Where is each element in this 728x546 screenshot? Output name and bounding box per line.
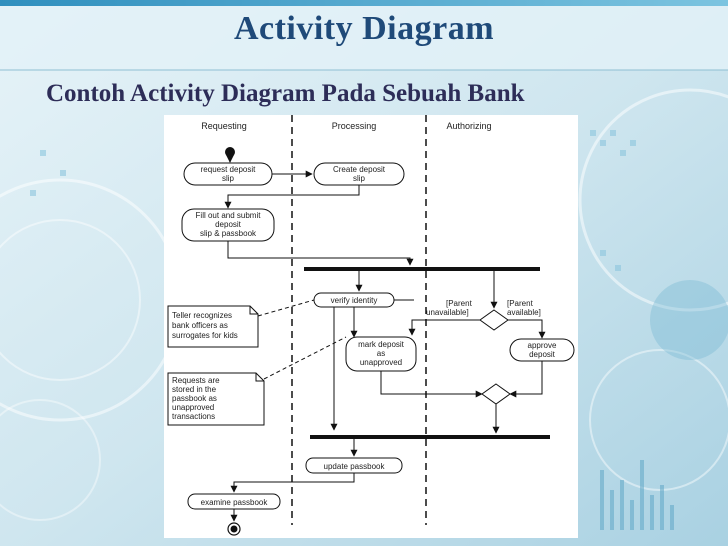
merge-node bbox=[481, 383, 511, 405]
svg-text:deposit: deposit bbox=[215, 220, 242, 229]
svg-text:examine passbook: examine passbook bbox=[201, 498, 269, 507]
svg-text:verify identity: verify identity bbox=[331, 296, 378, 305]
note-teller-recognizes: Teller recognizes bank officers as surro… bbox=[167, 305, 259, 348]
slide-title: Activity Diagram bbox=[233, 10, 495, 47]
note-link-teller bbox=[257, 299, 315, 317]
initial-node bbox=[225, 147, 235, 157]
note-link-requests bbox=[263, 336, 347, 380]
svg-text:[Parent: [Parent bbox=[446, 299, 473, 308]
guard-parent-available: [Parent available] bbox=[507, 299, 541, 317]
join-bar bbox=[310, 435, 550, 439]
activity-diagram: Requesting Processing Authorizing reques… bbox=[164, 115, 578, 538]
svg-text:slip & passbook: slip & passbook bbox=[200, 229, 257, 238]
svg-text:update passbook: update passbook bbox=[324, 462, 386, 471]
svg-text:Create deposit: Create deposit bbox=[333, 165, 386, 174]
activity-examine-passbook: examine passbook bbox=[187, 493, 281, 510]
activity-create-deposit-slip: Create deposit slip bbox=[313, 162, 405, 186]
svg-text:as: as bbox=[377, 349, 385, 358]
guard-parent-unavailable: [Parent unavailable] bbox=[426, 299, 473, 317]
note-requests-stored: Requests are stored in the passbook as u… bbox=[167, 372, 265, 426]
activity-mark-deposit-unapproved: mark deposit as unapproved bbox=[345, 336, 417, 372]
final-node bbox=[227, 522, 241, 536]
svg-text:deposit: deposit bbox=[529, 350, 556, 359]
svg-text:available]: available] bbox=[507, 308, 541, 317]
activity-fill-out-submit: Fill out and submit deposit slip & passb… bbox=[181, 208, 275, 242]
svg-text:passbook as: passbook as bbox=[172, 394, 217, 403]
lane-authorizing: Authorizing bbox=[446, 121, 491, 131]
svg-text:[Parent: [Parent bbox=[507, 299, 534, 308]
svg-text:surrogates for kids: surrogates for kids bbox=[172, 331, 238, 340]
svg-text:approve: approve bbox=[528, 341, 557, 350]
lane-requesting: Requesting bbox=[201, 121, 247, 131]
svg-text:transactions: transactions bbox=[172, 412, 215, 421]
svg-text:slip: slip bbox=[222, 174, 235, 183]
svg-text:mark deposit: mark deposit bbox=[358, 340, 405, 349]
svg-text:Fill out and submit: Fill out and submit bbox=[196, 211, 262, 220]
fork-bar bbox=[304, 267, 540, 271]
lane-processing: Processing bbox=[332, 121, 377, 131]
activity-update-passbook: update passbook bbox=[305, 457, 403, 474]
svg-text:request deposit: request deposit bbox=[201, 165, 256, 174]
svg-text:stored in the: stored in the bbox=[172, 385, 217, 394]
slide-subtitle: Contoh Activity Diagram Pada Sebuah Bank bbox=[46, 80, 525, 107]
activity-verify-identity: verify identity bbox=[313, 292, 395, 308]
decision-node-parent bbox=[479, 309, 509, 331]
svg-text:unavailable]: unavailable] bbox=[426, 308, 469, 317]
activity-approve-deposit: approve deposit bbox=[509, 338, 575, 362]
svg-text:Teller recognizes: Teller recognizes bbox=[172, 311, 232, 320]
activity-request-deposit-slip: request deposit slip bbox=[183, 162, 273, 186]
svg-text:slip: slip bbox=[353, 174, 366, 183]
svg-text:unapproved: unapproved bbox=[360, 358, 402, 367]
svg-text:unapproved: unapproved bbox=[172, 403, 214, 412]
svg-text:Requests are: Requests are bbox=[172, 376, 220, 385]
svg-text:bank officers as: bank officers as bbox=[172, 321, 228, 330]
